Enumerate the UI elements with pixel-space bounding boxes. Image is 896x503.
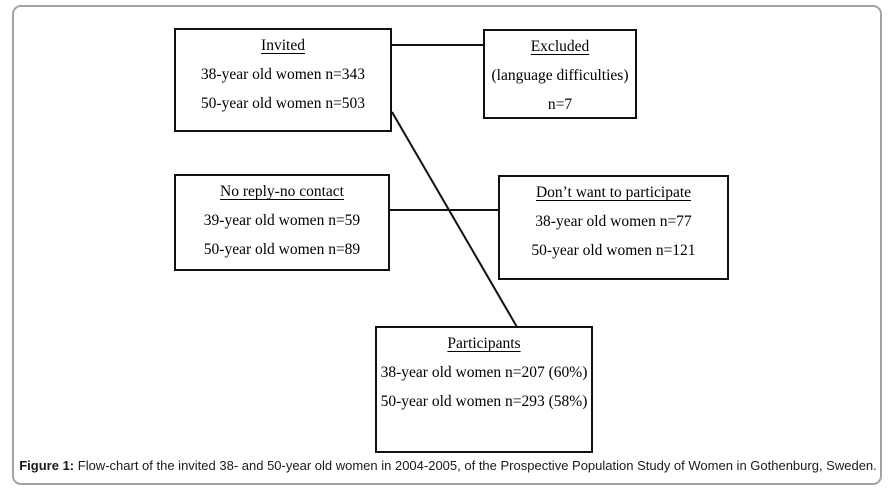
dont-want-box-line-1: 38-year old women n=77: [535, 213, 692, 230]
participants-box-line-1: 38-year old women n=207 (60%): [380, 364, 588, 381]
figure-caption: Figure 1: Flow-chart of the invited 38- …: [0, 458, 896, 474]
dont-want-box-title: Don’t want to participate: [535, 184, 692, 201]
no-reply-box-line-1: 39-year old women n=59: [203, 212, 361, 229]
dont-want-box-line-2: 50-year old women n=121: [531, 242, 696, 259]
invited-box-line-1: 38-year old women n=343: [200, 66, 366, 83]
invited-box: Invited 38-year old women n=343 50-year …: [174, 28, 392, 132]
excluded-box-line-2: n=7: [547, 96, 573, 113]
excluded-box-line-1: (language difficulties): [491, 67, 629, 84]
figure-frame-border: [12, 5, 882, 485]
participants-box: Participants 38-year old women n=207 (60…: [375, 326, 593, 453]
no-reply-box-title: No reply-no contact: [220, 183, 344, 200]
figure-caption-text: Flow-chart of the invited 38- and 50-yea…: [74, 458, 877, 473]
no-reply-box-line-2: 50-year old women n=89: [203, 241, 361, 258]
invited-box-title: Invited: [261, 37, 305, 54]
participants-box-title: Participants: [447, 335, 521, 352]
participants-box-line-2: 50-year old women n=293 (58%): [380, 393, 588, 410]
dont-want-box: Don’t want to participate 38-year old wo…: [498, 175, 729, 280]
excluded-box: Excluded (language difficulties) n=7: [483, 29, 637, 119]
excluded-box-title: Excluded: [530, 38, 590, 55]
figure-caption-label: Figure 1:: [19, 458, 75, 473]
no-reply-box: No reply-no contact 39-year old women n=…: [174, 174, 390, 271]
invited-box-line-2: 50-year old women n=503: [200, 95, 366, 112]
